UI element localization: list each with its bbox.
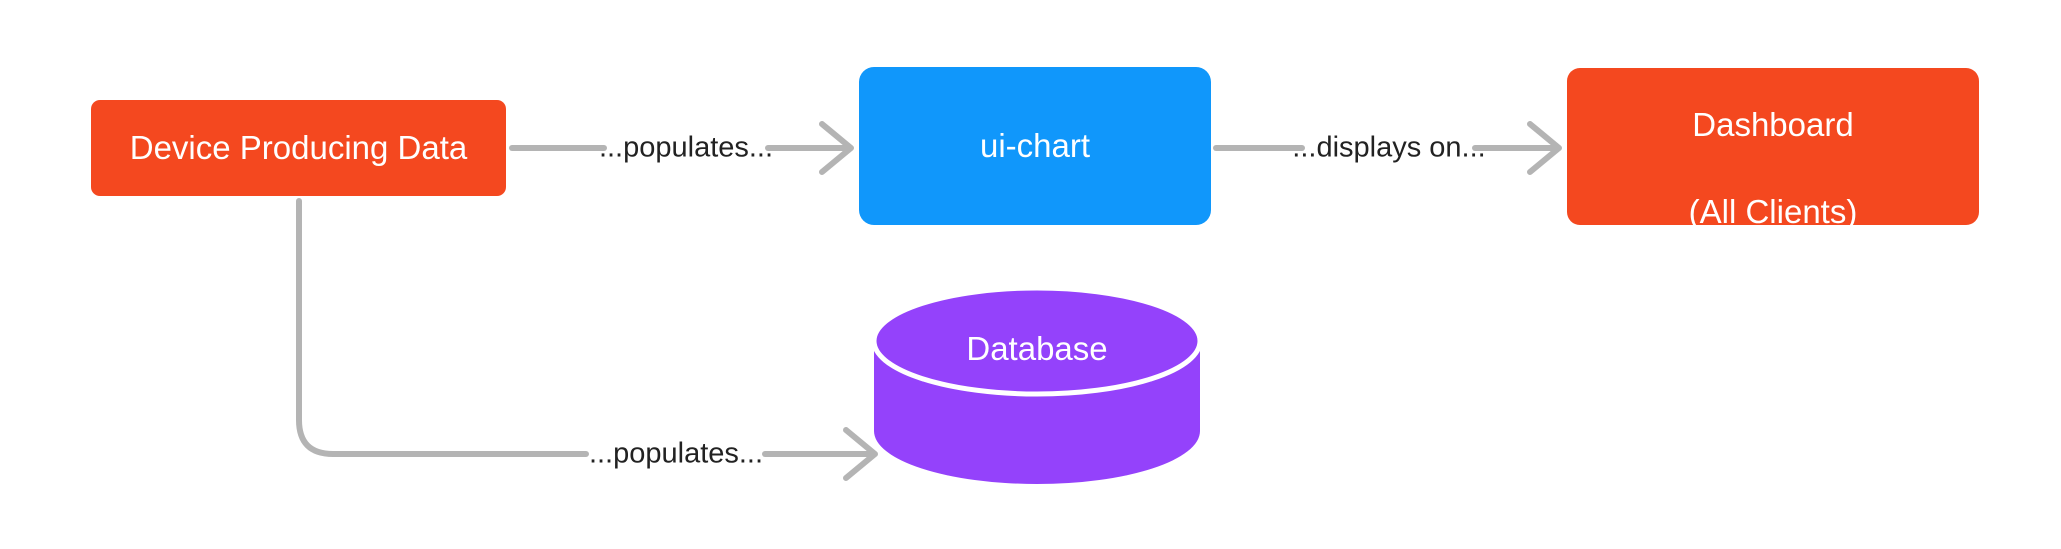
edge-uichart-to-dashboard	[1213, 121, 1562, 175]
node-ui-chart[interactable]: ui-chart	[859, 67, 1211, 225]
node-dashboard-label-line1: Dashboard	[1692, 105, 1854, 143]
database-cylinder-top	[871, 285, 1203, 397]
edge-device-to-uichart	[509, 121, 854, 175]
node-dashboard-label: Dashboard (All Clients)	[1567, 59, 1979, 233]
edge-device-to-database-elbow	[296, 198, 589, 457]
node-device-producing-data[interactable]: Device Producing Data	[91, 100, 506, 196]
edge-device-to-uichart-arrowhead	[819, 121, 854, 175]
database-cylinder-icon	[871, 285, 1203, 484]
node-device-producing-data-label: Device Producing Data	[129, 129, 468, 167]
edge-label-device-to-database: ...populates...	[588, 437, 764, 470]
edge-uichart-to-dashboard-arrowhead	[1527, 121, 1562, 175]
edge-device-to-database-arrowhead	[843, 427, 878, 481]
edge-device-to-database	[296, 198, 878, 481]
edge-label-device-to-uichart: ...populates...	[598, 131, 774, 164]
node-ui-chart-label: ui-chart	[979, 127, 1091, 165]
node-dashboard[interactable]: Dashboard (All Clients)	[1567, 68, 1979, 230]
node-database[interactable]: Database	[871, 285, 1203, 484]
node-dashboard-label-line2: (All Clients)	[1688, 193, 1858, 231]
edge-label-uichart-to-dashboard: ...displays on...	[1292, 131, 1486, 164]
